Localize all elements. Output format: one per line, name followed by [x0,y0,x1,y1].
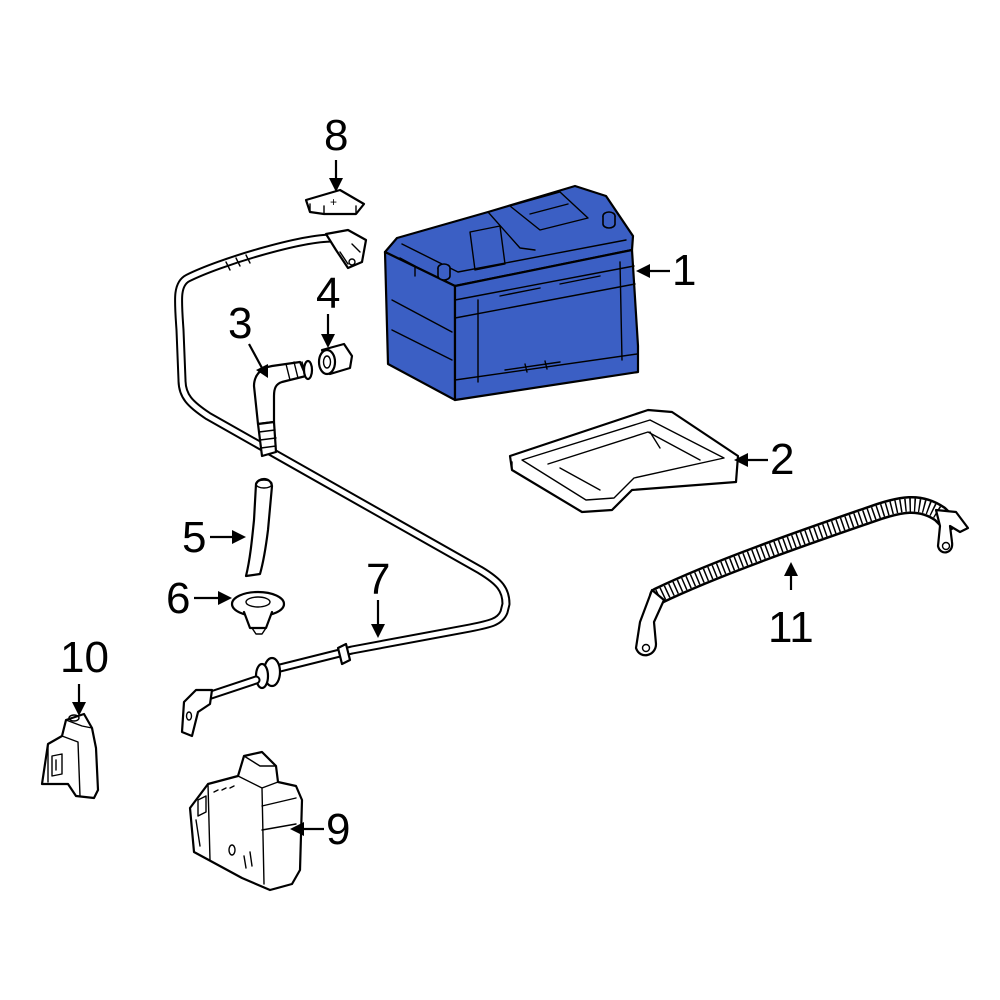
callout-8-label: 8 [324,111,348,160]
callout-11: 11 [768,562,814,652]
callout-4: 4 [316,269,340,348]
callout-11-label: 11 [768,603,814,652]
callout-1-label: 1 [672,246,696,295]
callout-2: 2 [734,435,794,484]
callout-6-label: 6 [166,574,190,623]
callout-10-label: 10 [60,633,109,682]
terminal-cover-part[interactable]: + [304,188,366,216]
callout-7-label: 7 [366,555,390,604]
callout-1: 1 [636,246,696,295]
callout-5: 5 [182,513,246,562]
callout-3-label: 3 [228,299,252,348]
vent-grommet-part[interactable] [230,590,286,635]
callout-2-label: 2 [770,435,794,484]
small-module-part[interactable] [40,712,100,800]
ground-strap-part[interactable] [634,495,970,657]
callout-5-label: 5 [182,513,206,562]
callout-9-label: 9 [326,805,350,854]
vent-hose-part[interactable] [244,477,274,578]
control-module-part[interactable] [188,750,304,892]
callout-8: 8 [324,111,348,192]
positive-cable-part[interactable] [173,228,511,738]
battery-part[interactable] [383,184,640,402]
callout-3: 3 [228,299,268,378]
vent-elbow-part[interactable] [252,359,314,458]
callout-7: 7 [366,555,390,638]
battery-tray-part[interactable] [508,408,740,514]
callout-4-label: 4 [316,269,340,318]
bushing-part[interactable] [317,342,354,376]
callout-9: 9 [290,805,350,854]
callout-10: 10 [60,633,109,716]
callout-6: 6 [166,574,232,623]
terminal-plus-mark: + [330,195,337,209]
